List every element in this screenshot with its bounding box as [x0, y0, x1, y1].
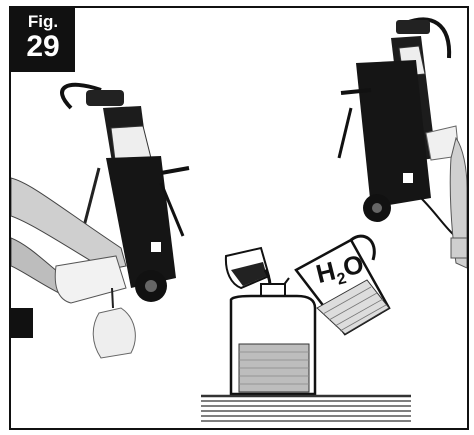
mixing-bottle-illustration	[231, 284, 315, 394]
person-holding-jug-right-illustration	[426, 126, 467, 268]
figure-frame: Fig. 29	[9, 6, 469, 430]
mixing-diagram-illustration	[201, 236, 411, 421]
table-surface-illustration	[201, 396, 411, 421]
illustration	[11, 8, 467, 428]
